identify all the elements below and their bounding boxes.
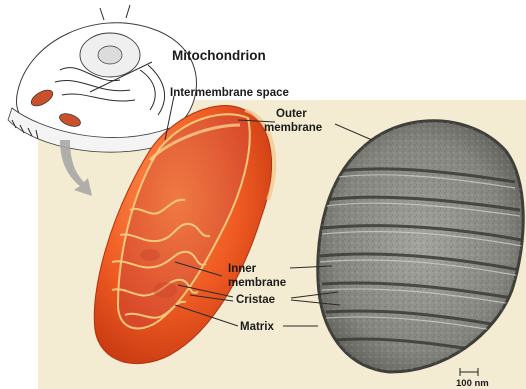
label-outer-membrane-line1: Outer: [276, 108, 307, 120]
label-inner-membrane-line1: Inner: [228, 263, 257, 275]
label-inner-membrane-line2: membrane: [228, 277, 286, 289]
scale-bar-label: 100 nm: [456, 378, 489, 389]
label-mitochondrion: Mitochondrion: [172, 48, 266, 63]
label-matrix: Matrix: [240, 321, 274, 333]
label-outer-membrane-line2: membrane: [264, 122, 322, 134]
label-cristae: Cristae: [236, 294, 275, 306]
label-intermembrane-space: Intermembrane space: [170, 87, 289, 99]
